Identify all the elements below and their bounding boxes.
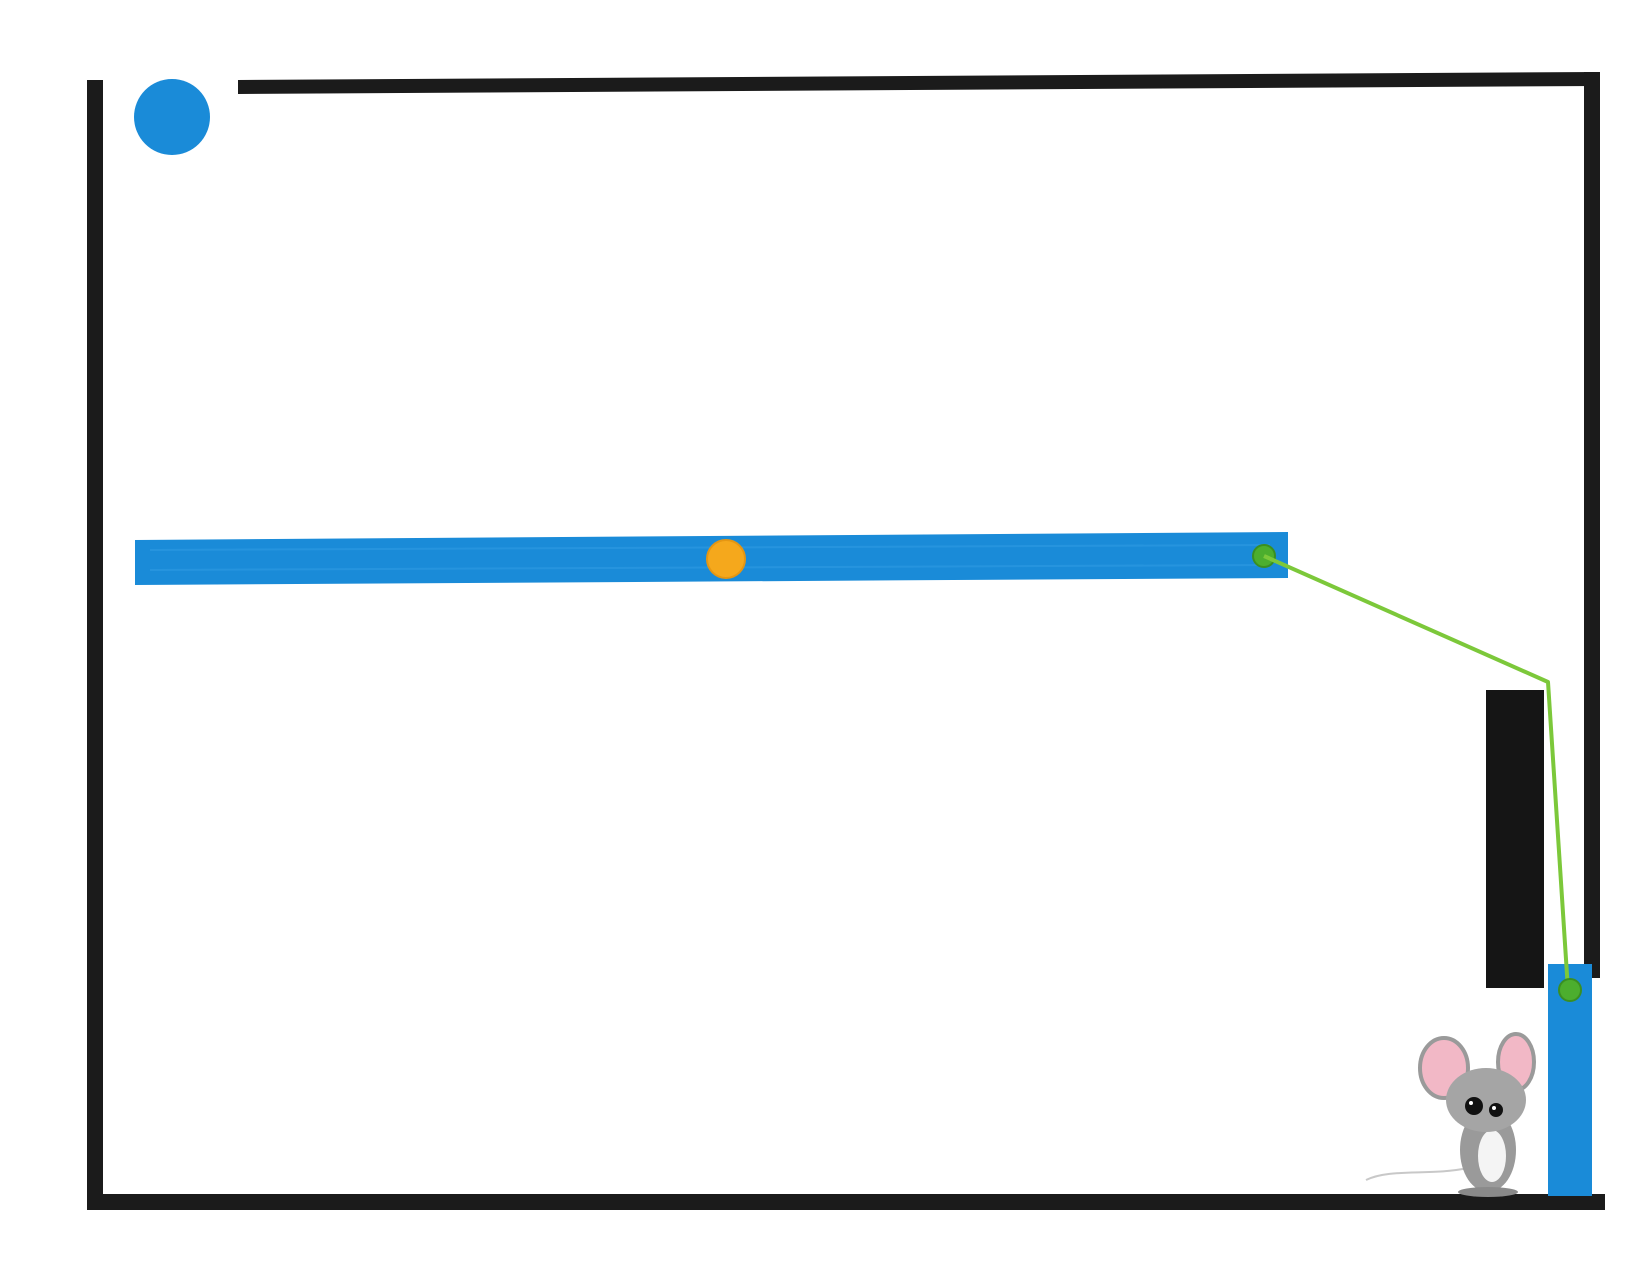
orange-ball[interactable]: [706, 539, 746, 579]
top-wall: [238, 72, 1598, 94]
mouse[interactable]: [1365, 1032, 1536, 1197]
mouse-feet: [1458, 1187, 1518, 1197]
bottom-wall: [87, 1194, 1605, 1210]
green-rope[interactable]: [1263, 554, 1570, 991]
black-pillar[interactable]: [1486, 690, 1544, 988]
mouse-eye-right: [1489, 1103, 1503, 1117]
mouse-eye-left: [1465, 1097, 1483, 1115]
mouse-tail: [1365, 1167, 1469, 1181]
wall-frame: [87, 72, 1605, 1210]
mouse-head: [1446, 1068, 1526, 1132]
right-wall: [1584, 72, 1600, 978]
blue-ball[interactable]: [134, 79, 210, 155]
post-joint[interactable]: [1558, 978, 1582, 1002]
mouse-belly: [1478, 1130, 1506, 1182]
blue-post[interactable]: [1548, 964, 1592, 1196]
left-wall: [87, 80, 103, 1210]
